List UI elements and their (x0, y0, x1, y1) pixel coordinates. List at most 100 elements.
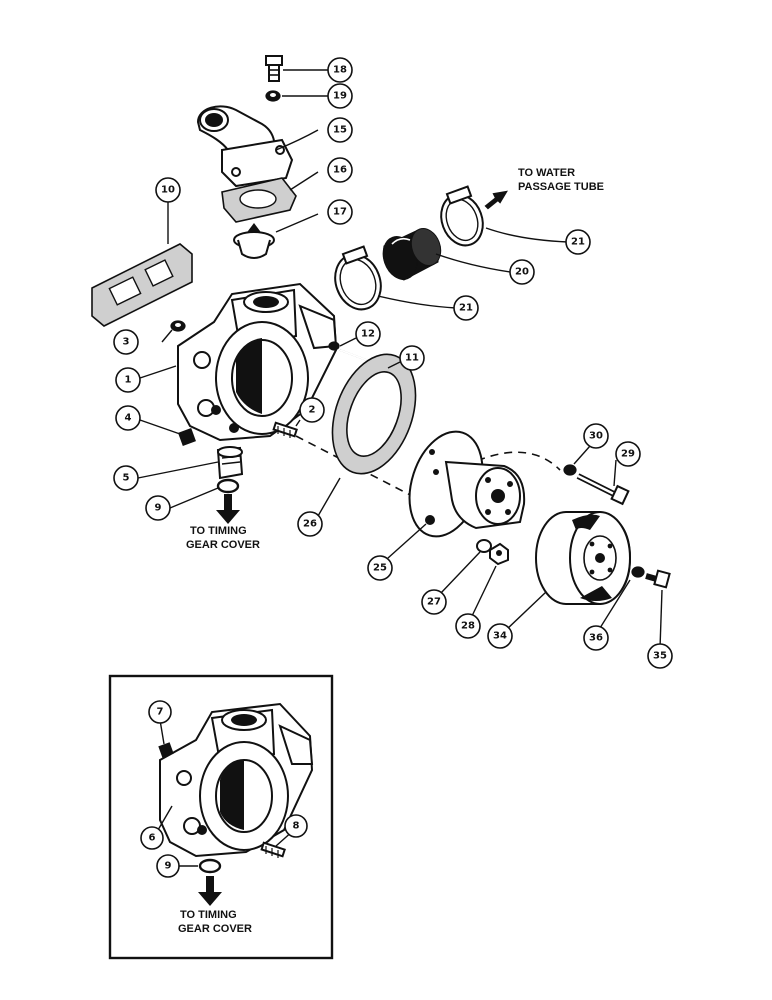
svg-text:15: 15 (333, 125, 347, 136)
callout-8: 8 (284, 814, 308, 838)
callout-21-right: 21 (565, 229, 591, 255)
water-pump-housing-6 (159, 702, 314, 858)
callout-3: 3 (113, 329, 139, 355)
callout-36: 36 (583, 625, 609, 651)
callout-19: 19 (327, 83, 353, 109)
fitting-5 (216, 446, 244, 480)
water-pump-housing-1 (177, 282, 338, 442)
svg-text:25: 25 (373, 563, 387, 574)
bolt-29 (576, 473, 630, 506)
callout-18: 18 (327, 57, 353, 83)
note-timing-cover-line2: GEAR COVER (186, 539, 260, 551)
svg-text:11: 11 (405, 353, 419, 364)
pulley-34 (535, 511, 632, 605)
svg-text:9: 9 (165, 861, 172, 872)
note-water-passage-line1: TO WATER (518, 167, 575, 179)
callout-1: 1 (115, 367, 141, 393)
leader-lines (137, 69, 663, 867)
note-water-passage-line2: PASSAGE TUBE (518, 181, 604, 193)
svg-text:18: 18 (333, 65, 347, 76)
svg-text:28: 28 (461, 621, 475, 632)
nut-28 (489, 542, 509, 566)
callout-10: 10 (155, 177, 181, 203)
callout-6: 6 (140, 826, 164, 850)
callout-28: 28 (455, 613, 481, 639)
callout-7: 7 (148, 700, 172, 724)
gasket-16 (221, 177, 297, 223)
o-ring-9 (216, 478, 240, 494)
svg-text:9: 9 (155, 503, 162, 514)
callout-2: 2 (299, 397, 325, 423)
washer-19 (265, 90, 281, 102)
note-inset-timing-line1: TO TIMING (180, 909, 237, 921)
stud-2 (272, 421, 298, 438)
callout-20: 20 (509, 259, 535, 285)
callout-9-inset: 9 (156, 854, 180, 878)
washer-36 (631, 566, 645, 578)
callout-34: 34 (487, 623, 513, 649)
svg-text:26: 26 (303, 519, 317, 530)
washer-27 (476, 539, 492, 553)
callout-27: 27 (421, 589, 447, 615)
callout-9: 9 (145, 495, 171, 521)
callout-11: 11 (399, 345, 425, 371)
svg-text:35: 35 (653, 651, 667, 662)
arrow-inset-to-timing-cover (198, 876, 222, 906)
svg-text:30: 30 (589, 431, 603, 442)
plug-4 (178, 428, 196, 446)
gasket-10 (91, 243, 193, 327)
callout-21-left: 21 (453, 295, 479, 321)
arrow-to-water-passage (484, 190, 508, 210)
svg-text:2: 2 (309, 405, 316, 416)
callout-15: 15 (327, 117, 353, 143)
callout-29: 29 (615, 441, 641, 467)
o-ring-9-inset (198, 858, 222, 874)
gasket-26 (331, 353, 417, 475)
bolt-35 (645, 569, 671, 589)
callout-4: 4 (115, 405, 141, 431)
callout-26: 26 (297, 511, 323, 537)
plug-7 (158, 742, 174, 758)
stud-8 (260, 841, 286, 858)
callout-25: 25 (367, 555, 393, 581)
svg-text:20: 20 (515, 267, 529, 278)
washer-12 (328, 341, 340, 351)
thermostat-17 (233, 223, 275, 259)
svg-text:12: 12 (361, 329, 375, 340)
callout-5: 5 (113, 465, 139, 491)
svg-text:29: 29 (621, 449, 635, 460)
svg-text:16: 16 (333, 165, 347, 176)
callout-16: 16 (327, 157, 353, 183)
svg-text:36: 36 (589, 633, 603, 644)
svg-text:19: 19 (333, 91, 347, 102)
callout-12: 12 (355, 321, 381, 347)
arrow-to-timing-cover (216, 494, 240, 524)
svg-text:8: 8 (293, 821, 300, 832)
hose-20 (382, 228, 442, 281)
svg-text:10: 10 (161, 185, 175, 196)
note-timing-cover-line1: TO TIMING (190, 525, 247, 537)
bolt-18 (265, 55, 283, 82)
svg-text:21: 21 (571, 237, 585, 248)
callout-17: 17 (327, 199, 353, 225)
plug-3 (170, 320, 186, 332)
svg-text:6: 6 (149, 833, 156, 844)
note-inset-timing-line2: GEAR COVER (178, 923, 252, 935)
svg-text:27: 27 (427, 597, 441, 608)
svg-text:1: 1 (125, 375, 132, 386)
thermostat-housing-elbow-15 (196, 105, 294, 188)
svg-text:21: 21 (459, 303, 473, 314)
svg-text:4: 4 (125, 413, 132, 424)
callout-30: 30 (583, 423, 609, 449)
svg-text:34: 34 (493, 631, 507, 642)
svg-text:3: 3 (123, 337, 130, 348)
svg-text:5: 5 (123, 473, 130, 484)
pump-body-25 (408, 430, 526, 538)
hose-clamp-21-left (334, 245, 382, 311)
svg-text:17: 17 (333, 207, 347, 218)
washer-30 (563, 464, 577, 476)
callout-35: 35 (647, 643, 673, 669)
hose-clamp-21-right (440, 185, 484, 247)
svg-text:7: 7 (157, 707, 164, 718)
